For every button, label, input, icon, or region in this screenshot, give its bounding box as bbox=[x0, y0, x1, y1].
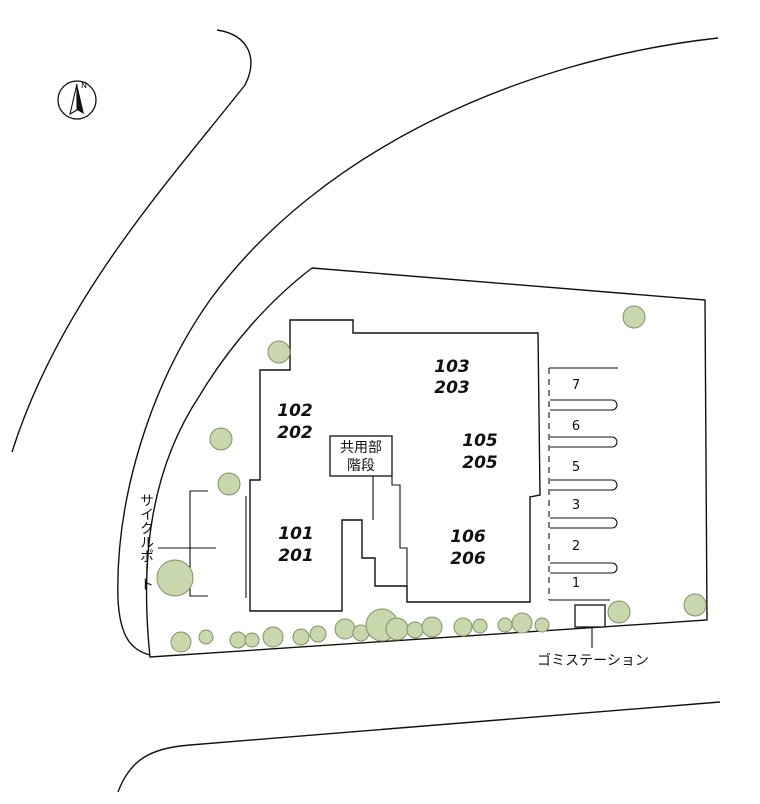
unit-202: 202 bbox=[277, 423, 313, 443]
unit-106: 106 bbox=[450, 527, 486, 547]
north-label: N bbox=[81, 81, 87, 90]
common-area-label-2: 階段 bbox=[347, 458, 375, 474]
road-bottom bbox=[117, 701, 721, 793]
parking-area bbox=[548, 367, 618, 601]
unit-103: 103 bbox=[434, 357, 470, 377]
unit-206: 206 bbox=[450, 549, 486, 569]
unit-102: 102 bbox=[277, 401, 313, 421]
unit-101: 101 bbox=[278, 524, 314, 544]
parking-slot-7: 7 bbox=[572, 378, 580, 393]
common-area-label-1: 共用部 bbox=[340, 440, 382, 456]
unit-201: 201 bbox=[278, 546, 314, 566]
road-curve-west bbox=[11, 29, 252, 453]
cycle-port-label: サイクルポート bbox=[138, 493, 154, 591]
unit-205: 205 bbox=[462, 453, 498, 473]
parking-slot-2: 2 bbox=[572, 539, 580, 554]
north-arrow-icon: N bbox=[57, 80, 97, 120]
unit-105: 105 bbox=[462, 431, 498, 451]
garbage-station-label: ゴミステーション bbox=[537, 652, 649, 669]
road-curve-main bbox=[117, 37, 719, 656]
building-outline bbox=[249, 319, 541, 612]
garbage-station-box bbox=[574, 604, 606, 628]
common-area-box bbox=[329, 435, 393, 477]
parking-slot-1: 1 bbox=[572, 576, 580, 591]
site-boundary bbox=[145, 267, 708, 658]
parking-slot-5: 5 bbox=[572, 460, 580, 475]
parking-slot-6: 6 bbox=[572, 419, 580, 434]
unit-203: 203 bbox=[434, 378, 470, 398]
cycle-port-outline bbox=[189, 490, 208, 597]
stair-partition-2 bbox=[391, 476, 408, 586]
parking-slot-3: 3 bbox=[572, 498, 580, 513]
trees bbox=[156, 305, 707, 653]
